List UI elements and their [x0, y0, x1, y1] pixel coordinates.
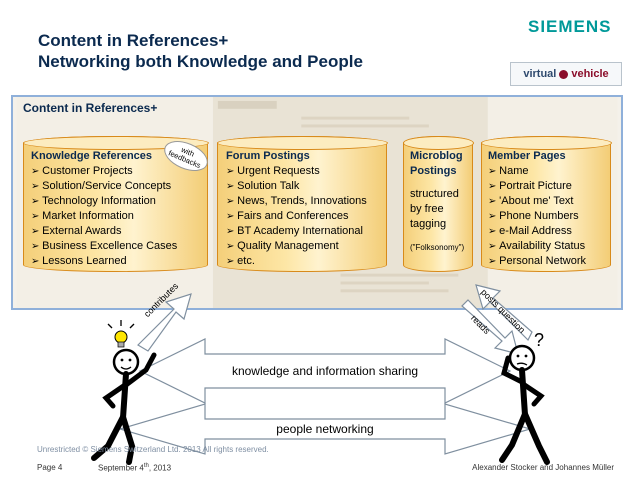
- cylinder-heading-line2: Postings: [410, 165, 457, 177]
- list-item: External Awards: [31, 224, 177, 239]
- microblog-text-line: by free: [410, 203, 444, 215]
- questioner-stick-figure: [499, 344, 550, 465]
- footer-date: September 4th, 2013: [98, 463, 171, 473]
- vv-logo-part1: virtual: [523, 68, 557, 80]
- cylinder-member-pages: Member Pages Name Portrait Picture 'Abou…: [480, 135, 612, 272]
- list-item: Business Excellence Cases: [31, 239, 177, 254]
- list-item: Name: [488, 164, 586, 179]
- footer-copyright: Unrestricted © Siemens Switzerland Ltd. …: [37, 445, 269, 454]
- list-item: Solution/Service Concepts: [31, 179, 177, 194]
- footer-date-sup: th: [143, 463, 149, 469]
- list-item: Customer Projects: [31, 164, 177, 179]
- cylinder-heading: Knowledge References: [31, 150, 153, 162]
- list-item: 'About me' Text: [488, 194, 586, 209]
- list-item: Personal Network: [488, 254, 586, 269]
- virtual-vehicle-logo: virtual vehicle: [510, 62, 622, 86]
- list-item: News, Trends, Innovations: [226, 194, 367, 209]
- cylinder-top: [402, 135, 474, 150]
- cylinder-heading: Forum Postings: [226, 150, 310, 162]
- list-item: Fairs and Conferences: [226, 209, 367, 224]
- footer-page-number: Page 4: [37, 463, 63, 472]
- cylinder-microblog-postings: Microblog Postings structured by free ta…: [402, 135, 474, 272]
- footer-date-year: , 2013: [148, 463, 172, 473]
- vv-logo-part2: vehicle: [571, 68, 609, 80]
- panel-title: Content in References+: [23, 101, 158, 115]
- cylinder-top: [22, 135, 209, 150]
- list-item: Urgent Requests: [226, 164, 367, 179]
- list-item: Quality Management: [226, 239, 367, 254]
- posts-question-arrow: [475, 284, 533, 342]
- slide-title-line2: Networking both Knowledge and People: [38, 52, 363, 71]
- slide-title: Content in References+ Networking both K…: [38, 30, 458, 72]
- cylinder-forum-postings: Forum Postings Urgent Requests Solution …: [216, 135, 388, 272]
- list-item: Market Information: [31, 209, 177, 224]
- microblog-text-line: tagging: [410, 218, 447, 230]
- list-item: BT Academy International: [226, 224, 367, 239]
- knowledge-sharing-band: [138, 338, 512, 404]
- siemens-logo: SIEMENS: [528, 17, 612, 36]
- list-item: Phone Numbers: [488, 209, 586, 224]
- people-networking-label: people networking: [276, 422, 374, 436]
- vv-logo-dot-icon: [559, 69, 569, 79]
- knowledge-sharing-label: knowledge and information sharing: [231, 364, 419, 378]
- cylinder-heading: Member Pages: [488, 150, 566, 162]
- folksonomy-note: ("Folksonomy"): [410, 243, 465, 252]
- list-item: e-Mail Address: [488, 224, 586, 239]
- contributes-arrow: [137, 293, 192, 352]
- cylinder-top: [480, 135, 612, 150]
- cylinder-heading-line1: Microblog: [410, 150, 463, 162]
- microblog-text-line: structured: [410, 188, 459, 200]
- cylinder-top: [216, 135, 388, 150]
- cylinder-knowledge-references: Knowledge References Customer Projects S…: [22, 135, 209, 272]
- list-item: Availability Status: [488, 239, 586, 254]
- list-item: etc.: [226, 254, 367, 269]
- reads-arrow: [461, 299, 519, 355]
- list-item: Portrait Picture: [488, 179, 586, 194]
- list-item: Solution Talk: [226, 179, 367, 194]
- footer-date-main: September 4: [98, 463, 144, 473]
- slide-title-line1: Content in References+: [38, 31, 229, 50]
- list-item: Technology Information: [31, 194, 177, 209]
- footer-authors: Alexander Stocker and Johannes Müller: [472, 463, 614, 472]
- contributor-stick-figure: [91, 320, 157, 465]
- list-item: Lessons Learned: [31, 254, 177, 269]
- question-mark: ?: [534, 330, 545, 350]
